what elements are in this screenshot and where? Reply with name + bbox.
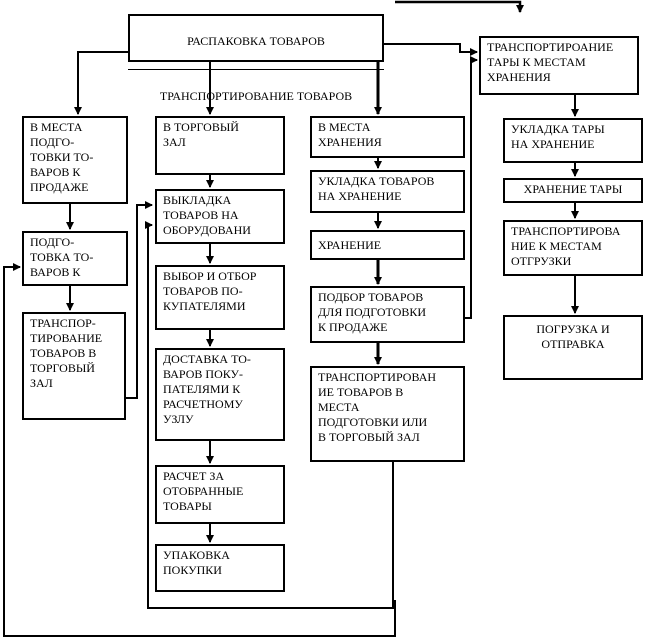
- box-container-storage: ХРАНЕНИЕ ТАРЫ: [503, 178, 643, 203]
- box-payment: РАСЧЕТ ЗА ОТОБРАННЫЕ ТОВАРЫ: [155, 465, 285, 524]
- box-transport-to-prep-or-floor: ТРАНСПОРТИРОВАН ИЕ ТОВАРОВ В МЕСТА ПОДГО…: [310, 366, 465, 462]
- top-box-subtitle: ТРАНСПОРТИРОВАНИЕ ТОВАРОВ: [159, 89, 353, 103]
- box-transport-to-shipping: ТРАНСПОРТИРОВА НИЕ К МЕСТАМ ОТГРУЗКИ: [503, 220, 643, 276]
- box-container-stacking: УКЛАДКА ТАРЫ НА ХРАНЕНИЕ: [503, 118, 643, 163]
- box-to-preparation-places: В МЕСТА ПОДГО- ТОВКИ ТО- ВАРОВ К ПРОДАЖЕ: [22, 116, 128, 204]
- box-to-storage-places: В МЕСТА ХРАНЕНИЯ: [310, 116, 465, 158]
- box-selection-for-sale-prep: ПОДБОР ТОВАРОВ ДЛЯ ПОДГОТОВКИ К ПРОДАЖЕ: [310, 286, 465, 343]
- box-goods-preparation: ПОДГО- ТОВКА ТО- ВАРОВ К: [22, 231, 128, 286]
- box-loading-and-dispatch: ПОГРУЗКА И ОТПРАВКА: [503, 315, 643, 380]
- box-storage: ХРАНЕНИЕ: [310, 230, 465, 260]
- box-container-transport-to-storage: ТРАНСПОРТИРОАНИЕ ТАРЫ К МЕСТАМ ХРАНЕНИЯ: [479, 36, 639, 95]
- top-box-divider: [128, 69, 384, 70]
- box-customer-selection: ВЫБОР И ОТБОР ТОВАРОВ ПО- КУПАТЕЛЯМИ: [155, 265, 285, 330]
- box-purchase-packing: УПАКОВКА ПОКУПКИ: [155, 544, 285, 592]
- box-to-sales-floor: В ТОРГОВЫЙ ЗАЛ: [155, 116, 285, 175]
- box-display-on-equipment: ВЫКЛАДКА ТОВАРОВ НА ОБОРУДОВАНИ: [155, 189, 285, 244]
- box-goods-stacking-storage: УКЛАДКА ТОВАРОВ НА ХРАНЕНИЕ: [310, 170, 465, 213]
- top-box: РАСПАКОВКА ТОВАРОВ ТРАНСПОРТИРОВАНИЕ ТОВ…: [128, 14, 384, 103]
- box-transport-to-sales-floor: ТРАНСПОР- ТИРОВАНИЕ ТОВАРОВ В ТОРГОВЫЙ З…: [22, 312, 126, 420]
- top-box-title: РАСПАКОВКА ТОВАРОВ: [187, 34, 325, 48]
- box-delivery-to-checkout: ДОСТАВКА ТО- ВАРОВ ПОКУ- ПАТЕЛЯМИ К РАСЧ…: [155, 348, 285, 441]
